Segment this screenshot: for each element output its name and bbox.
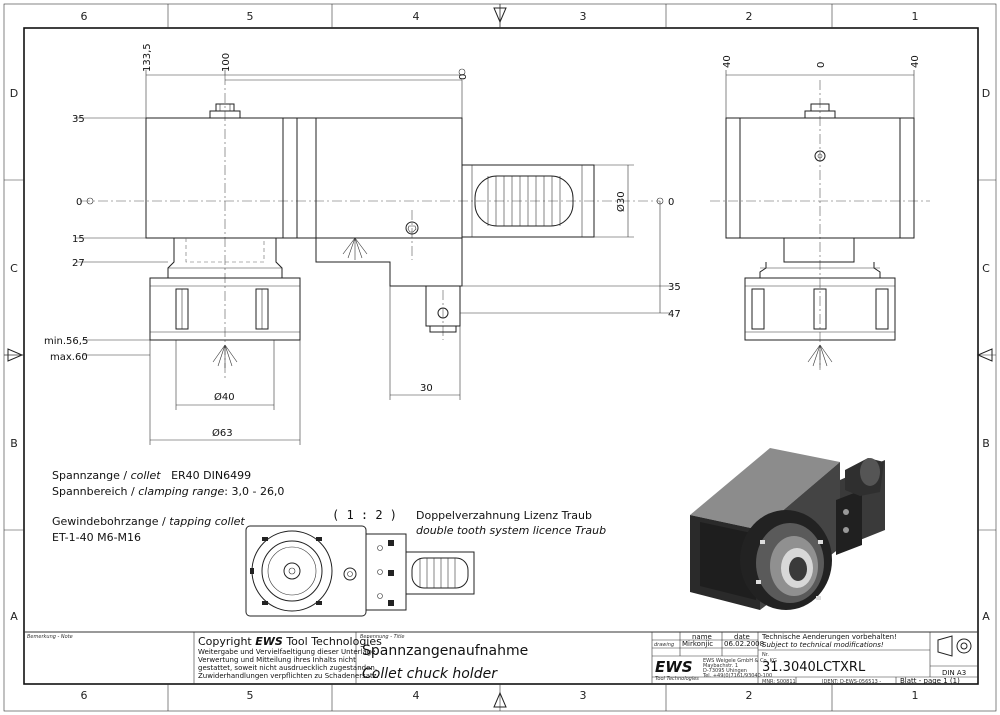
zone-right-C: C [982, 262, 990, 275]
din-size: DIN A3 [942, 669, 966, 677]
top-view-scaled [245, 525, 475, 617]
ews-logo-sub: Tool Technologies [655, 676, 699, 682]
zone-top-6: 6 [81, 10, 88, 23]
zone-bottom-5: 5 [247, 689, 254, 702]
dim-35-left: 35 [72, 114, 85, 125]
dim-min: min.56,5 [44, 336, 88, 347]
company-line-2: Maybachstr. 1 [703, 663, 738, 669]
dim-dia-40: Ø40 [214, 391, 235, 403]
sheet-page: Blatt - page 1 (1) [900, 677, 960, 685]
drawer-name: Mirkonjic [682, 640, 713, 648]
ews-logo: EWS [655, 658, 693, 676]
front-view: 133,5 100 0 35 0 15 27 0 35 47 Ø30 min.5… [44, 43, 681, 445]
dim-35-right: 35 [668, 282, 681, 293]
company-line-4: Tel. +49(0)7161/93040-100 [702, 673, 772, 679]
tooth-notes: Doppelverzahnung Lizenz Traub double too… [416, 508, 606, 538]
scale-label: ( 1 : 2 ) [332, 508, 398, 522]
remark-label: Bemerkung - Note [27, 634, 73, 640]
3d-render [690, 448, 885, 610]
col-name: name [692, 633, 712, 641]
copyright-line-3: gestattet, soweit nicht ausdruecklich zu… [198, 664, 377, 672]
projection-symbol [937, 635, 972, 657]
dim-47: 47 [668, 309, 681, 320]
collet-line: Spannzange / collet ER40 DIN6499 [52, 469, 252, 482]
zone-ticks [4, 4, 996, 711]
dim-100: 100 [221, 53, 232, 72]
zone-right-B: B [982, 437, 990, 450]
title-block-lines [24, 631, 978, 684]
zone-right-A: A [982, 610, 990, 623]
zone-top-3: 3 [580, 10, 587, 23]
dim-max: max.60 [50, 352, 88, 363]
nr-label: Nr. [762, 652, 769, 658]
zone-left-D: D [10, 87, 18, 100]
zone-bottom-2: 2 [746, 689, 753, 702]
copyright-heading: Copyright EWS Tool Technologies [198, 635, 382, 648]
title-english: Collet chuck holder [362, 666, 498, 682]
side-dim-40-left: 40 [722, 55, 733, 68]
copyright-line-1: Weitergabe und Vervielfaeltigung dieser … [198, 648, 378, 656]
dim-dia-30: Ø30 [615, 191, 627, 212]
tapping-spec: ET-1-40 M6-M16 [52, 531, 142, 544]
zone-right-D: D [982, 87, 990, 100]
dim-133-5: 133,5 [142, 43, 153, 72]
change-notice-en: Subject to technical modifications! [762, 641, 884, 649]
zone-top-2: 2 [746, 10, 753, 23]
change-notice-de: Technische Aenderungen vorbehalten! [761, 633, 897, 641]
company-line-3: D-73095 Uhingen [703, 668, 747, 674]
dim-dia-63: Ø63 [212, 427, 233, 439]
side-view: 40 0 40 [710, 55, 930, 370]
zone-bottom-3: 3 [580, 689, 587, 702]
zone-top-4: 4 [413, 10, 420, 23]
dim-27: 27 [72, 258, 85, 269]
dim-top-0: 0 [458, 74, 469, 80]
dim-15: 15 [72, 234, 85, 245]
side-dim-0: 0 [816, 62, 827, 68]
drawing-date: 06.02.2008 [724, 640, 764, 648]
zone-left-A: A [10, 610, 18, 623]
zone-top-1: 1 [912, 10, 919, 23]
copyright-line-2: Verwertung und Mitteilung ihres Inhalts … [198, 656, 356, 664]
tooth-line-en: double tooth system licence Traub [416, 524, 607, 537]
range-line: Spannbereich / clamping range: 3,0 - 26,… [52, 485, 285, 498]
part-number: 31.3040LCTXRL [762, 660, 866, 675]
dim-0-right: 0 [668, 197, 674, 208]
collet-notes: Spannzange / collet ER40 DIN6499 Spannbe… [52, 468, 284, 500]
company-line-1: EWS Weigele GmbH & Co. KG [703, 658, 777, 664]
dim-0-left: 0 [76, 197, 82, 208]
side-dim-40-right: 40 [910, 55, 921, 68]
tapping-line: Gewindebohrzange / tapping collet [52, 515, 245, 528]
copyright-line-4: Zuwiderhandlungen verpflichten zu Schade… [198, 672, 379, 680]
col-date: date [734, 633, 750, 641]
title-label: Benennung - Title [360, 634, 404, 640]
inner-border [23, 27, 979, 685]
zone-bottom-4: 4 [413, 689, 420, 702]
zone-bottom-1: 1 [912, 689, 919, 702]
tooth-line-de: Doppelverzahnung Lizenz Traub [416, 509, 592, 522]
title-german: Spannzangenaufnahme [362, 643, 528, 659]
zone-top-5: 5 [247, 10, 254, 23]
row-drawing: drawing [654, 642, 674, 648]
centering-marks [4, 4, 993, 708]
dim-30: 30 [420, 383, 433, 394]
tapping-notes: Gewindebohrzange / tapping collet ET-1-4… [52, 514, 245, 546]
ident: IDENT: D-EWS-056513 - [822, 679, 881, 685]
zone-bottom-6: 6 [81, 689, 88, 702]
zone-left-B: B [10, 437, 18, 450]
mnr: MNR: S00811 [762, 679, 796, 685]
zone-left-C: C [10, 262, 18, 275]
outer-border [3, 3, 997, 712]
